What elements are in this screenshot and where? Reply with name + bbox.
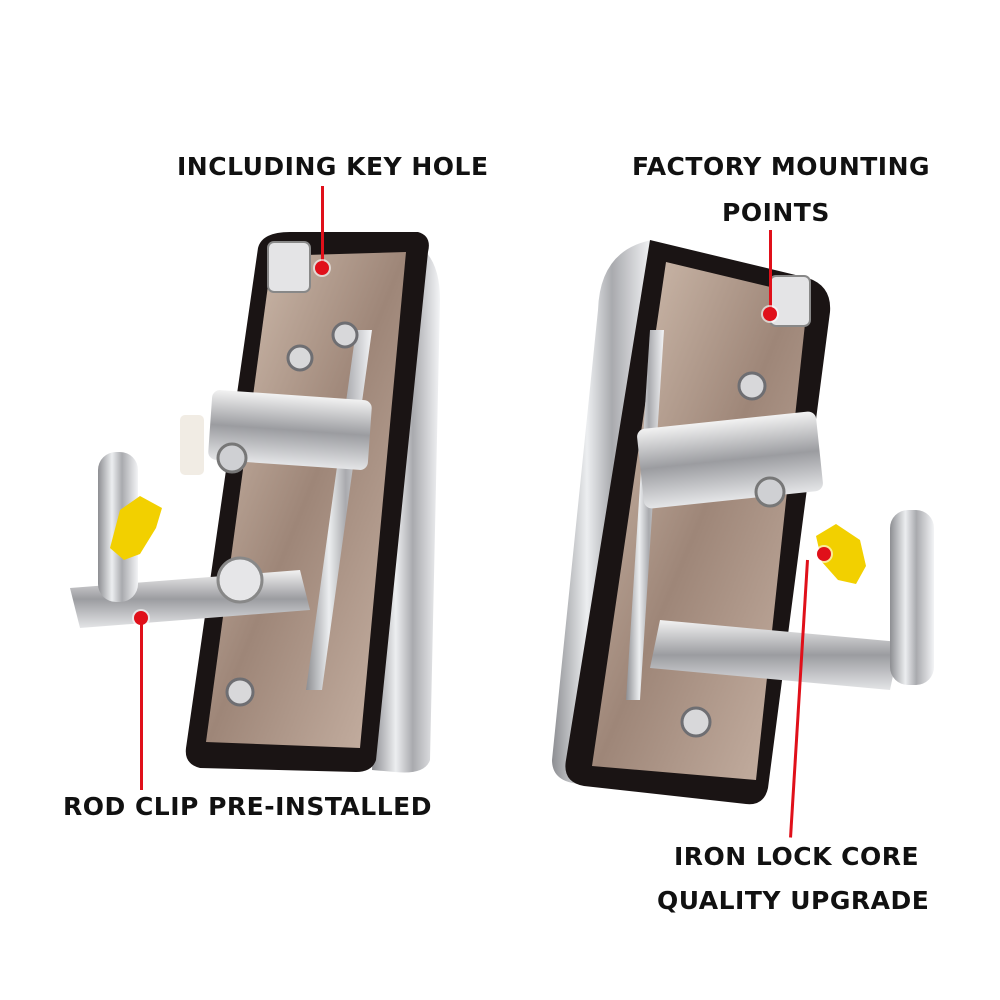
- mounting-label-line2: POINTS: [722, 198, 830, 227]
- rod-clip-label: ROD CLIP PRE-INSTALLED: [63, 792, 432, 821]
- key-hole-label: INCLUDING KEY HOLE: [177, 152, 489, 181]
- mounting-label-line1: FACTORY MOUNTING: [632, 152, 931, 181]
- right-door-handle: [552, 240, 934, 805]
- rod-clip-leader-line: [140, 622, 143, 790]
- key-hole-marker-dot: [315, 261, 329, 275]
- left-door-handle: [70, 232, 440, 773]
- quality-upgrade-label: QUALITY UPGRADE: [657, 886, 930, 915]
- mounting-marker-dot: [763, 307, 777, 321]
- mounting-leader-line: [769, 230, 772, 314]
- lock-core-label: IRON LOCK CORE: [674, 842, 920, 871]
- key-hole-leader-line: [321, 186, 324, 266]
- rod-clip-marker-dot: [134, 611, 148, 625]
- lock-core-marker-dot: [817, 547, 831, 561]
